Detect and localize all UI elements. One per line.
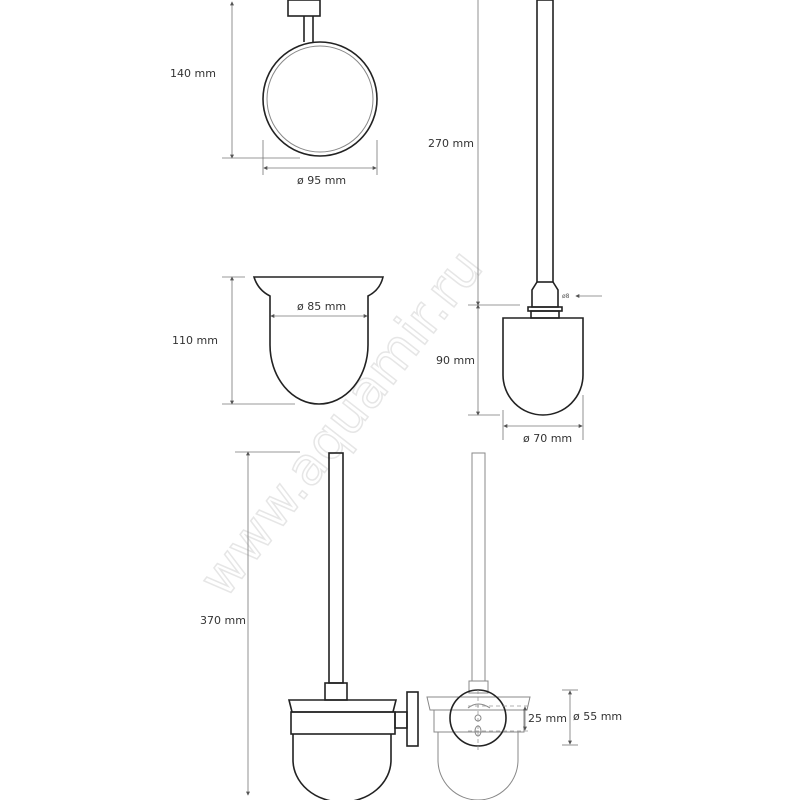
cup-diameter-label: ø 85 mm bbox=[297, 300, 346, 313]
assembly-side-drawing bbox=[426, 452, 578, 800]
brush-head-diameter-label: ø 70 mm bbox=[523, 432, 572, 445]
mount-plate-diameter-label: ø 55 mm bbox=[573, 710, 622, 723]
total-height-label: 370 mm bbox=[200, 614, 246, 627]
mount-hole-spacing-label: 25 mm bbox=[528, 712, 567, 725]
assembly-front-drawing bbox=[235, 451, 419, 800]
holder-diameter-label: ø 95 mm bbox=[297, 174, 346, 187]
brush-head-height-label: 90 mm bbox=[436, 354, 475, 367]
cup-drawing bbox=[222, 276, 385, 405]
holder-height-label: 140 mm bbox=[170, 67, 216, 80]
watermark: www.aquamir.ru bbox=[188, 239, 495, 608]
brush-drawing bbox=[468, 0, 602, 440]
holder-ring-drawing bbox=[222, 0, 378, 175]
cup-height-label: 110 mm bbox=[172, 334, 218, 347]
brush-neck-diameter-label: ø8 bbox=[562, 293, 570, 300]
brush-handle-length-label: 270 mm bbox=[428, 137, 474, 150]
